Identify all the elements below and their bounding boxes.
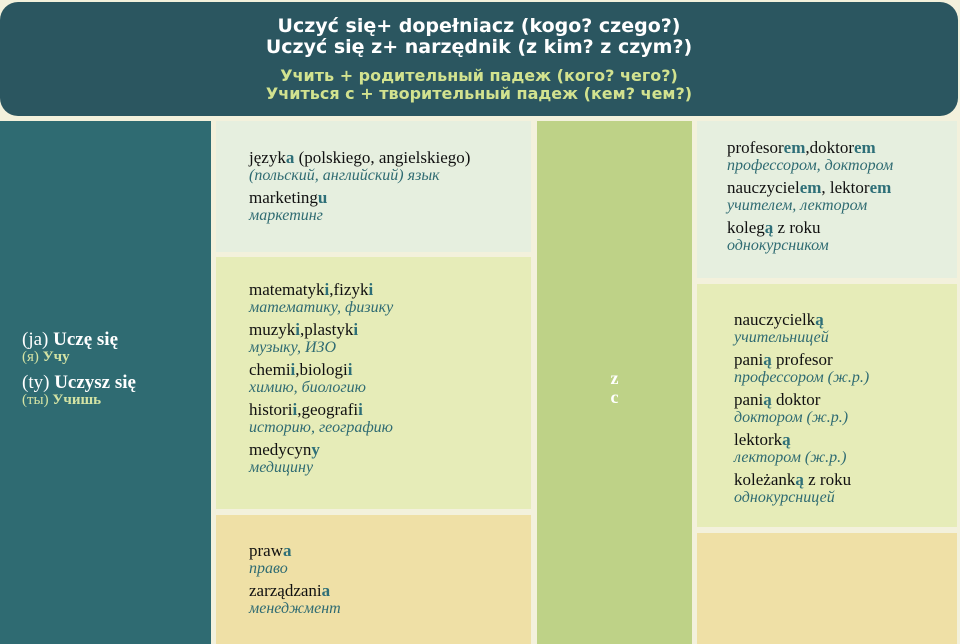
conjugation-ty-ru: (ты) Учишь (22, 392, 101, 409)
translation: однокурсницей (734, 489, 835, 506)
list-item: muzyki,plastyki (249, 320, 359, 339)
list-item: nauczycielką (734, 310, 824, 329)
translation: медицину (249, 459, 314, 476)
list-item: profesorem,doktorem (727, 138, 876, 157)
translation: маркетинг (249, 207, 323, 224)
genitive-box-subjects: matematyki,fizyki математику, физику muz… (216, 257, 531, 509)
header-line-ru-instrumental: Учиться с + творительный падеж (кем? чем… (265, 84, 693, 103)
header-line-instrumental: Uczyć się z+ narzędnik (z kim? z czym?) (265, 36, 693, 58)
translation: однокурсником (727, 237, 829, 254)
list-item: lektorką (734, 430, 791, 449)
pronoun-ty: (ty) (22, 372, 50, 393)
genitive-box-languages: języka (polskiego, angielskiego) (польск… (216, 121, 531, 252)
translation: менеджмент (249, 600, 341, 617)
translation: профессором, доктором (727, 157, 894, 174)
preposition-c: с (610, 387, 619, 407)
list-item: koleżanką z roku (734, 470, 852, 489)
list-item: zarządzania (249, 581, 331, 600)
header-banner: Uczyć się+ dopełniacz (kogo? czego?) Ucz… (0, 2, 958, 116)
list-item: nauczycielem, lektorem (727, 178, 892, 197)
translation: математику, физику (249, 299, 394, 316)
translation: химию, биологию (249, 379, 366, 396)
conjugation-ja-ru: (я) Учу (22, 349, 70, 366)
verb-ty: Uczysz się (54, 372, 136, 393)
conjugation-panel: (ja) Uczę się (я) Учу (ty) Uczysz się (т… (0, 121, 211, 644)
verb-ty-ru: Учишь (52, 392, 102, 408)
translation: лектором (ж.р.) (734, 449, 847, 466)
list-item: chemii,biologii (249, 360, 353, 379)
instrumental-box-masculine: profesorem,doktorem профессором, докторо… (697, 121, 957, 278)
pronoun-ja-ru: (я) (22, 349, 39, 365)
header-line-ru-genitive: Учить + родительный падеж (кого? чего?) (280, 66, 678, 85)
list-item: kolegą z roku (727, 218, 821, 237)
header-line-genitive: Uczyć się+ dopełniacz (kogo? czego?) (277, 15, 681, 37)
translation: профессором (ж.р.) (734, 369, 870, 386)
list-item: historii,geografii (249, 400, 363, 419)
genitive-box-studies: prawa право zarządzania менеджмент (216, 515, 531, 644)
conjugation-ja: (ja) Uczę się (22, 329, 118, 351)
list-item: języka (polskiego, angielskiego) (249, 148, 471, 167)
translation: доктором (ж.р.) (734, 409, 849, 426)
translation: право (249, 560, 288, 577)
translation: (польский, английский) язык (249, 167, 440, 184)
list-item: medycyny (249, 440, 320, 459)
pronoun-ja: (ja) (22, 329, 49, 350)
list-item: panią profesor (734, 350, 833, 369)
empty-box (697, 533, 957, 644)
list-item: marketingu (249, 188, 328, 207)
translation: учительницей (734, 329, 829, 346)
list-item: prawa (249, 541, 292, 560)
translation: музыку, ИЗО (249, 339, 336, 356)
verb-ja-ru: Учу (42, 349, 70, 365)
pronoun-ty-ru: (ты) (22, 392, 49, 408)
translation: историю, географию (249, 419, 393, 436)
preposition-z: z (610, 368, 619, 388)
list-item: matematyki,fizyki (249, 280, 374, 299)
conjugation-ty: (ty) Uczysz się (22, 372, 136, 394)
translation: учителем, лектором (727, 197, 868, 214)
list-item: panią doktor (734, 390, 821, 409)
instrumental-box-feminine: nauczycielką учительницей panią profesor… (697, 284, 957, 527)
preposition-column: z с (537, 121, 692, 644)
verb-ja: Uczę się (53, 329, 119, 350)
